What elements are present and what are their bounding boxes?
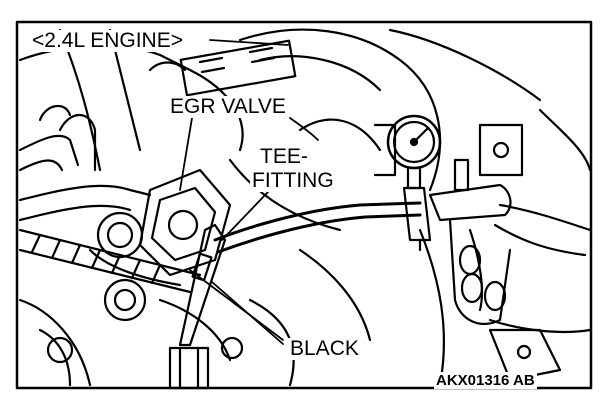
tee-fitting-label-line2: FITTING [250,169,336,192]
egr-valve-label: EGR VALVE [168,95,288,118]
leader-lines [179,39,319,345]
leader-engine [209,39,289,46]
hoses-left [18,104,152,222]
lower-engine [18,298,244,390]
leader-tee [221,191,269,241]
border [15,20,593,390]
egr-valve [88,168,232,322]
leader-black-2 [211,281,284,345]
black-label: BLACK [288,337,361,360]
egr-pipe [18,228,202,294]
intake-manifold [18,28,592,387]
hand-vacuum-pump [373,123,592,382]
leader-egr-valve [179,117,193,191]
vacuum-gauge [386,114,470,252]
leader-egr-valve-2 [289,117,319,141]
figure-code: AKX01316 AB [434,372,537,389]
connector-top [148,39,297,97]
leader-black-1 [189,269,284,341]
engine-label: <2.4L ENGINE> [30,29,185,52]
tee-fitting-label-line1: TEE- [258,145,310,168]
tee-fitting [178,201,422,347]
